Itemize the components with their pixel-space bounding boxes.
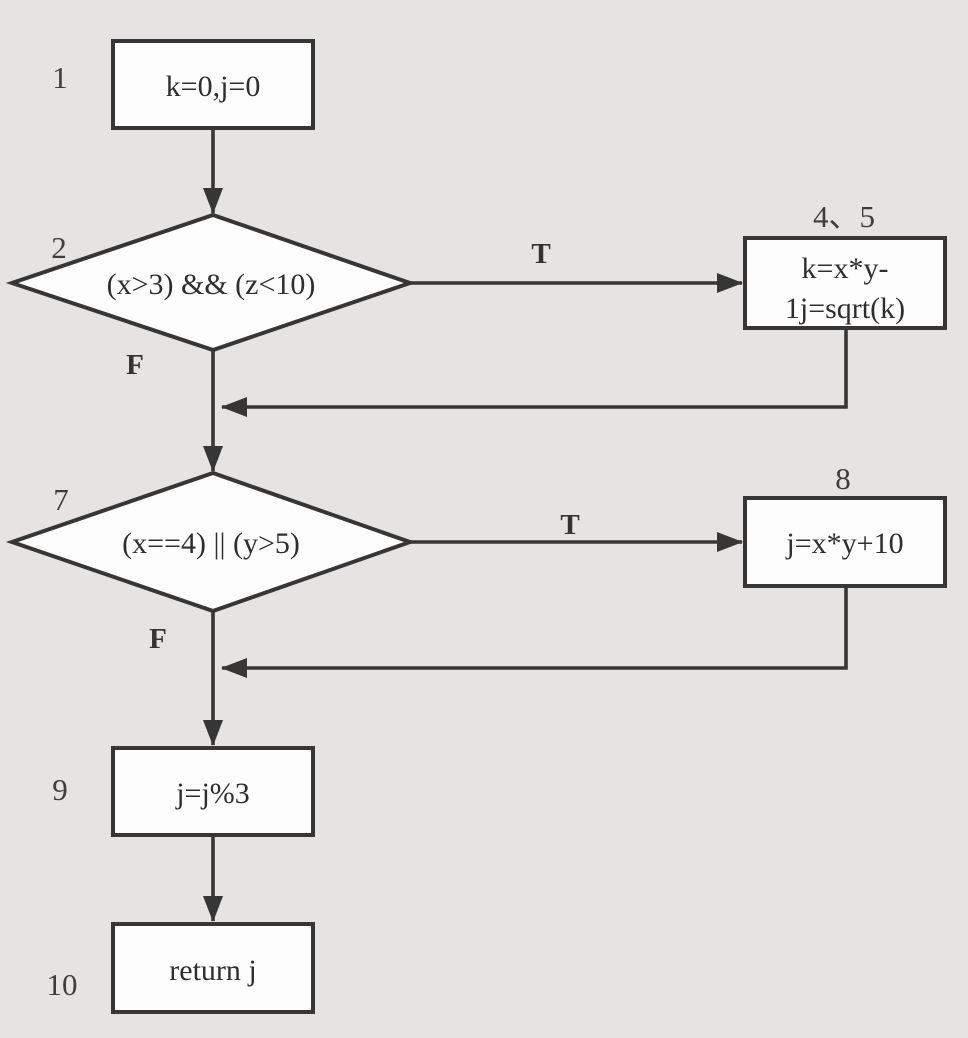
- process-box-assign-j: [743, 496, 947, 588]
- node-decision-2: (x==4) || (y>5) 7: [5, 470, 417, 614]
- process-box-return: [111, 922, 315, 1014]
- node-text-assign-k-line2: 1j=sqrt(k): [785, 292, 905, 325]
- node-init: k=0,j=0 1: [52, 39, 315, 130]
- node-assign-j: j=x*y+10 8: [743, 461, 947, 588]
- branch-label-false-1: F: [126, 349, 144, 381]
- step-label-8: 8: [835, 461, 851, 496]
- node-text-decision-2: (x==4) || (y>5): [122, 527, 300, 560]
- node-text-return: return j: [169, 954, 256, 987]
- process-box-init: [111, 39, 315, 130]
- node-assign-k: k=x*y- 1j=sqrt(k) 4、5: [743, 199, 947, 330]
- branch-label-false-2: F: [149, 623, 167, 655]
- node-text-init: k=0,j=0: [166, 70, 261, 103]
- edge-assignj-merge-back: [221, 586, 848, 678]
- node-decision-1: (x>3) && (z<10) 2: [5, 212, 417, 353]
- step-label-2: 2: [51, 230, 67, 265]
- node-text-assign-j: j=x*y+10: [785, 527, 903, 560]
- edge-assignk-merge-back: [221, 328, 848, 417]
- node-text-assign-k-line1: k=x*y-: [802, 252, 889, 285]
- step-label-9: 9: [52, 772, 68, 807]
- node-text-mod: j=j%3: [175, 777, 250, 810]
- step-label-10: 10: [47, 967, 78, 1002]
- decision-diamond-1: [5, 212, 417, 353]
- branch-label-true-1: T: [531, 238, 550, 270]
- node-mod: j=j%3 9: [52, 746, 315, 837]
- process-box-assign-k: [743, 236, 947, 330]
- decision-diamond-2: [5, 470, 417, 614]
- process-box-mod: [111, 746, 315, 837]
- branch-label-true-2: T: [560, 509, 579, 541]
- node-return: return j 10: [47, 922, 315, 1014]
- step-label-7: 7: [53, 482, 69, 517]
- node-text-decision-1: (x>3) && (z<10): [107, 268, 316, 301]
- step-label-4-5: 4、5: [813, 199, 875, 234]
- step-label-1: 1: [52, 60, 68, 95]
